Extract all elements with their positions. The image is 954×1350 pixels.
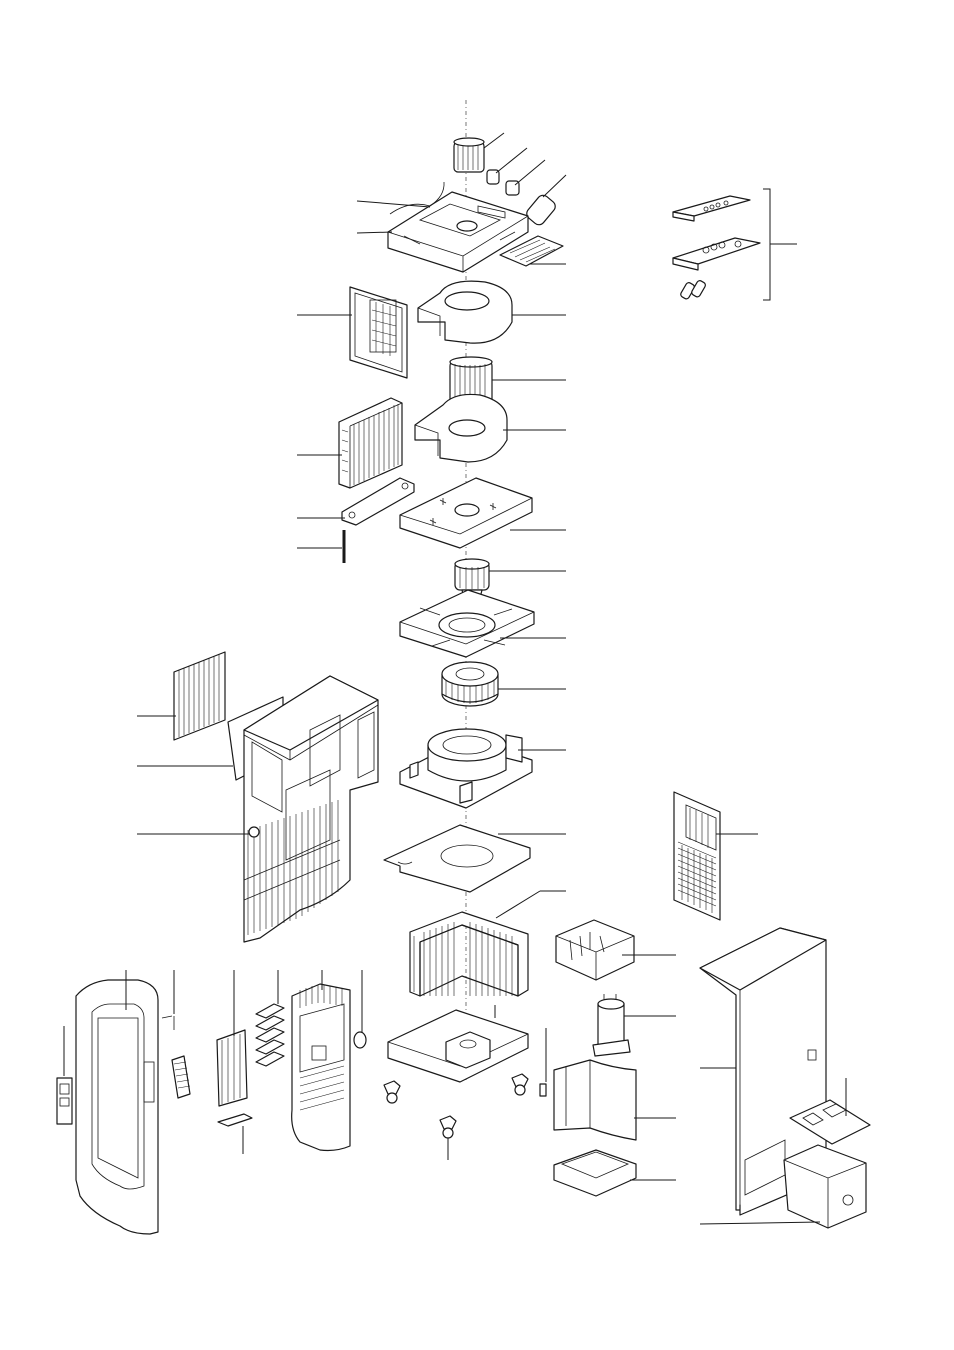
front-grille-upper — [297, 286, 408, 379]
louver-blades — [216, 970, 248, 1107]
mounting-plate — [399, 477, 566, 549]
drain-clip — [217, 1113, 253, 1154]
caster-1 — [383, 1080, 401, 1104]
fan-shroud-plate — [399, 589, 566, 658]
air-filter — [297, 397, 403, 489]
float-switch — [161, 970, 191, 1099]
control-board — [499, 235, 566, 267]
inner-front-frame — [291, 970, 351, 1152]
cover-plate — [383, 824, 566, 893]
water-tank — [699, 1144, 867, 1229]
leader-top-cover — [356, 231, 393, 234]
bracket — [297, 477, 415, 526]
condensate-tray — [553, 1149, 676, 1197]
caster-3 — [439, 1115, 457, 1139]
centrifugal-fan — [441, 661, 566, 707]
leaders-top — [483, 132, 567, 198]
rear-grille — [673, 791, 758, 921]
side-filter — [137, 651, 226, 741]
electrical-box — [555, 919, 676, 981]
casters — [383, 1073, 529, 1160]
capacitor-c — [526, 194, 556, 226]
wire-harness — [356, 181, 445, 215]
front-panel — [75, 970, 159, 1235]
caster-2 — [511, 1073, 529, 1096]
top-cover — [387, 191, 529, 273]
louver-stack — [255, 970, 285, 1067]
remote-controls — [672, 188, 797, 301]
capacitor-a — [486, 169, 500, 185]
upper-scroll-housing — [417, 280, 566, 344]
side-bracket — [789, 1078, 871, 1145]
compressor — [592, 994, 676, 1057]
motor-top — [453, 137, 485, 173]
lower-scroll-housing — [414, 393, 566, 463]
rod — [297, 530, 346, 563]
knob — [353, 970, 367, 1049]
rear-frame — [137, 675, 379, 943]
cabinet-body — [699, 927, 827, 1216]
base-pan — [387, 1005, 529, 1083]
evaporator-coil — [409, 890, 566, 997]
shroud-panel — [553, 1059, 676, 1141]
display-panel — [56, 1026, 73, 1125]
sensor — [539, 1028, 547, 1097]
condenser-base — [399, 728, 566, 809]
